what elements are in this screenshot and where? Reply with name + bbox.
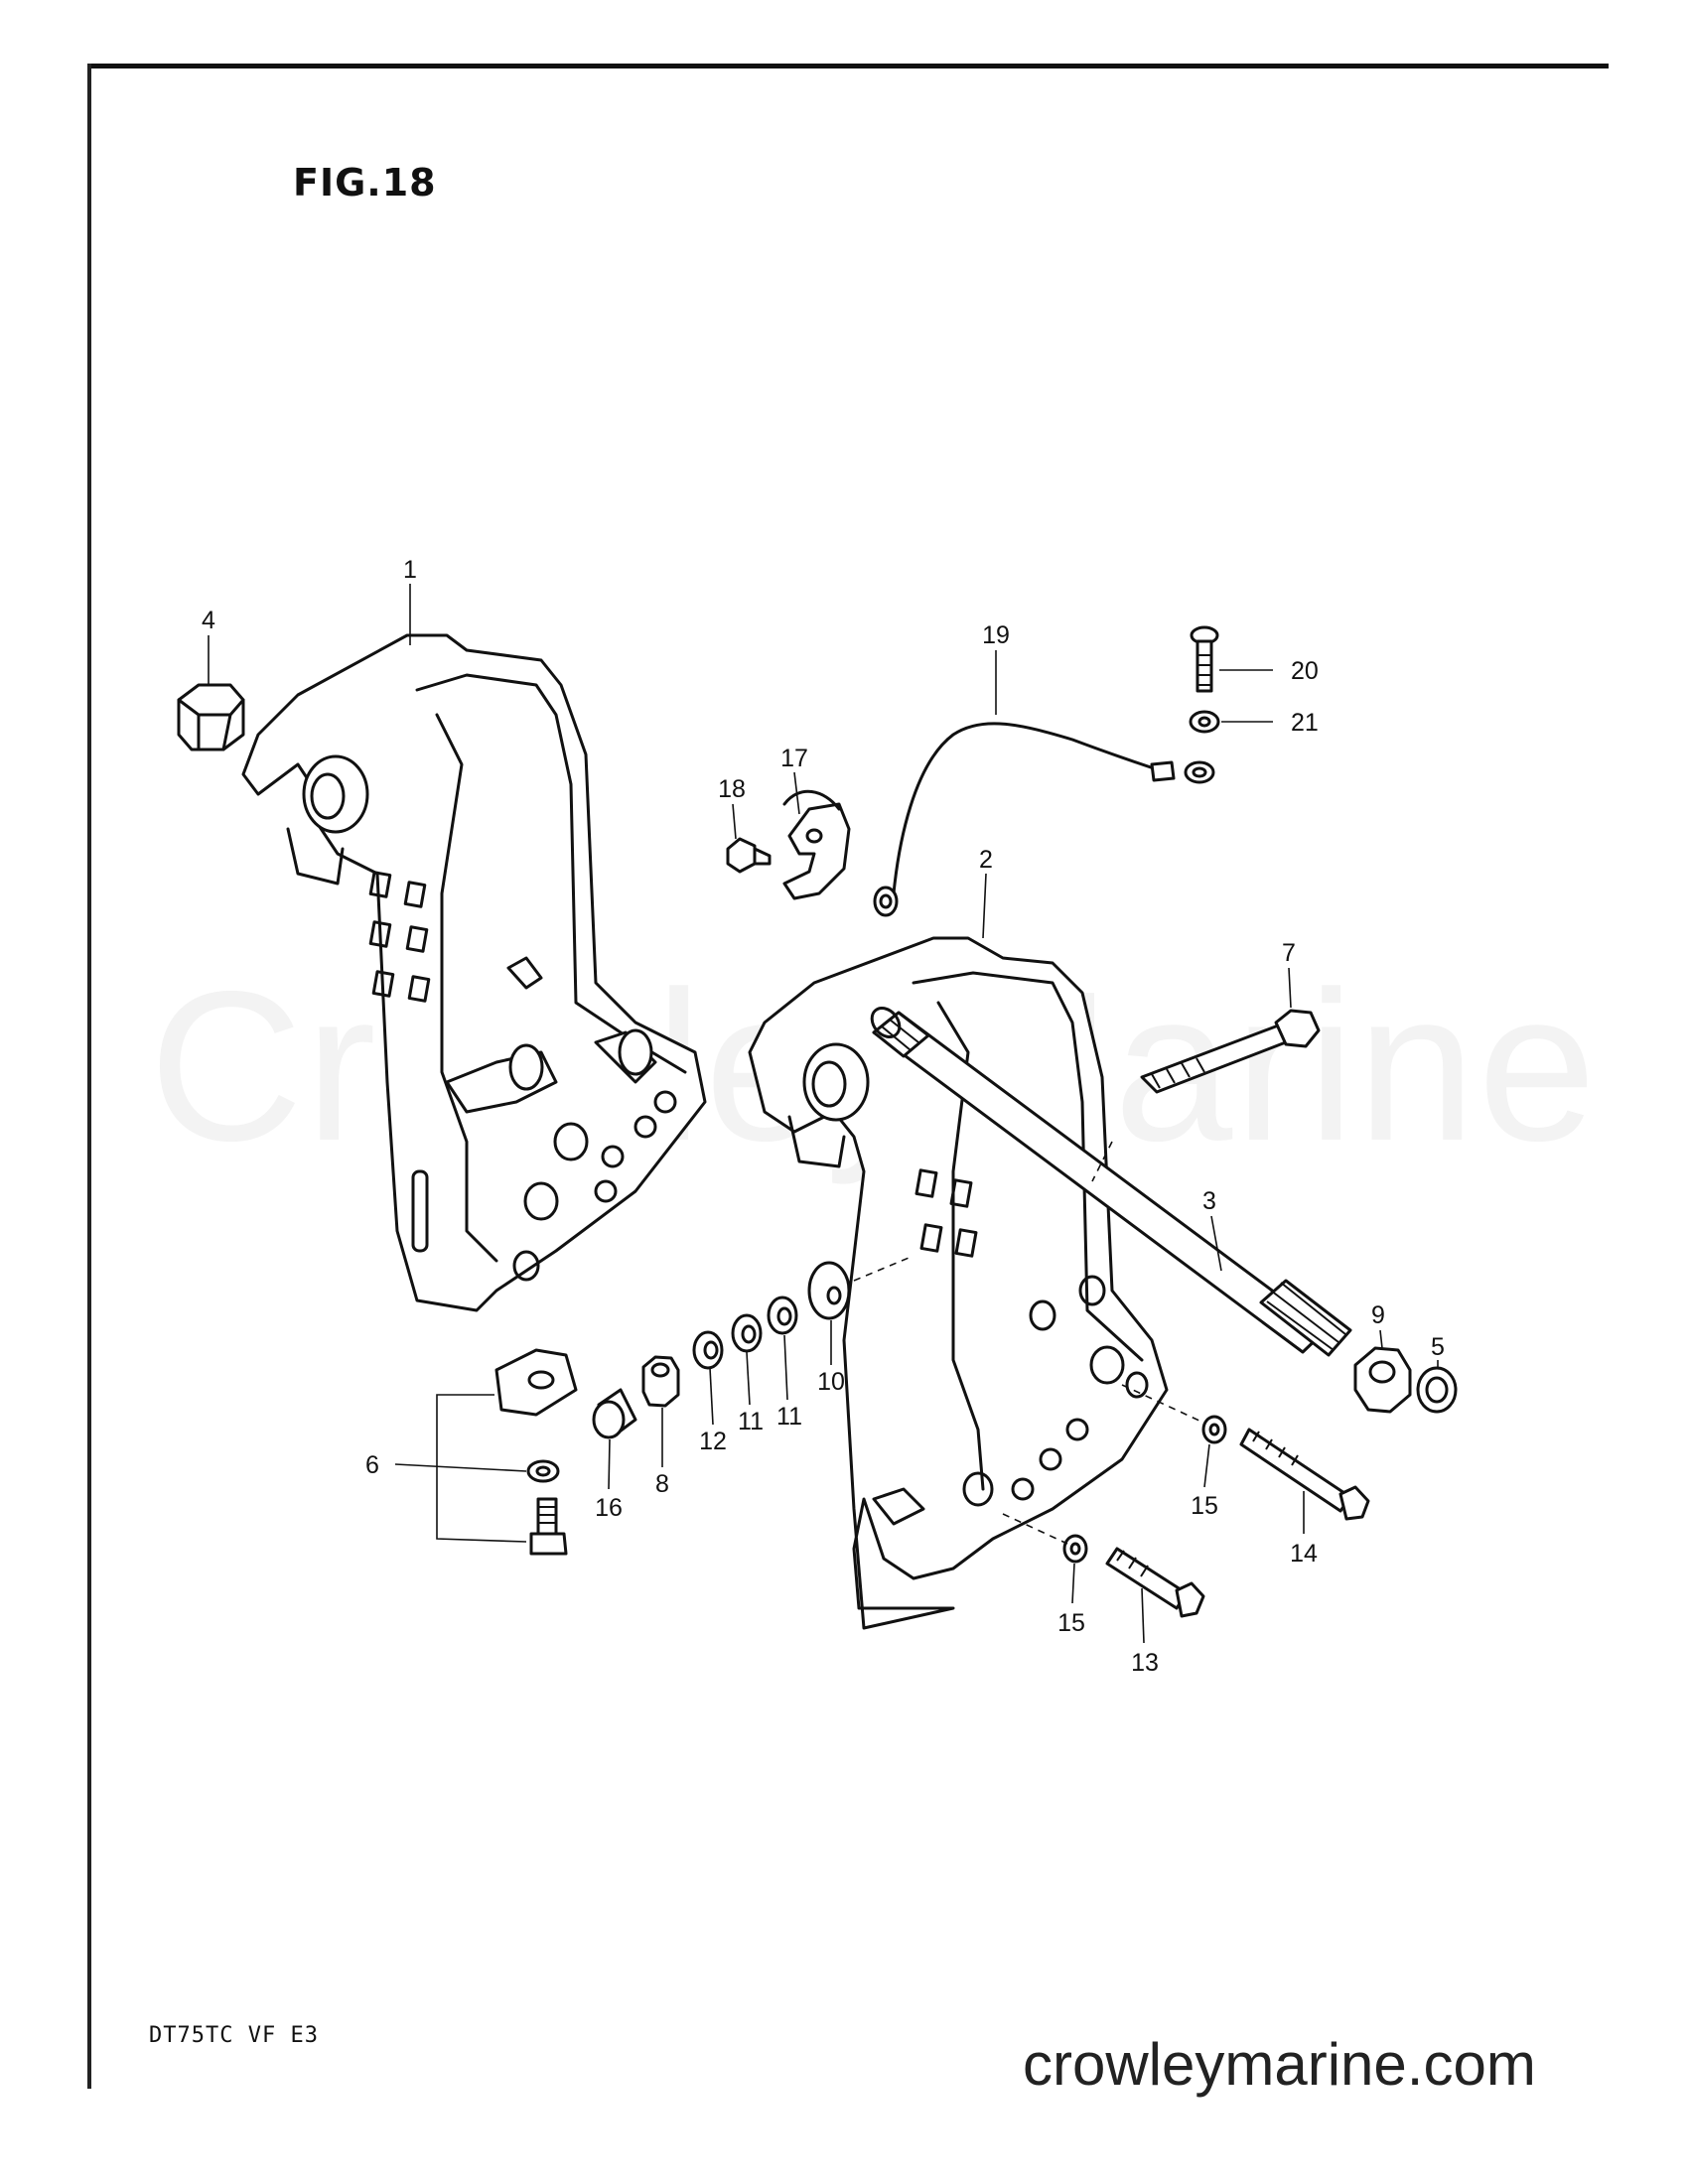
leader-12 bbox=[709, 1367, 714, 1426]
bushing-part-5 bbox=[1416, 1366, 1458, 1414]
leader-17 bbox=[793, 771, 800, 815]
clamp-bracket-left bbox=[241, 633, 707, 1312]
callout-19: 19 bbox=[982, 621, 1010, 649]
washer-part-15a bbox=[1201, 1415, 1227, 1444]
callout-12: 12 bbox=[699, 1428, 727, 1455]
clamp-bracket-right bbox=[748, 936, 1169, 1630]
callout-15b: 15 bbox=[1057, 1609, 1085, 1637]
leader-6 bbox=[394, 1463, 527, 1472]
leader-2 bbox=[982, 873, 987, 939]
nut-part-8 bbox=[641, 1355, 680, 1408]
callout-11b: 11 bbox=[776, 1403, 802, 1431]
clip-part-17 bbox=[782, 789, 851, 900]
callout-20: 20 bbox=[1291, 657, 1319, 685]
bushing-part-16 bbox=[592, 1388, 637, 1439]
alignment-line-15a bbox=[1121, 1384, 1202, 1423]
leader-9 bbox=[1379, 1329, 1383, 1349]
callout-21: 21 bbox=[1291, 709, 1319, 737]
source-url-text: crowleymarine.com bbox=[1023, 2031, 1536, 2098]
callout-14: 14 bbox=[1290, 1540, 1318, 1568]
washer-part-10 bbox=[807, 1261, 851, 1320]
leader-11a bbox=[746, 1351, 751, 1406]
frame-left-rule bbox=[87, 64, 91, 2089]
bolt-part-14 bbox=[1239, 1428, 1370, 1521]
model-code-label: DT75TC VF E3 bbox=[149, 2023, 319, 2048]
callout-2: 2 bbox=[979, 846, 993, 874]
leader-18 bbox=[732, 803, 737, 840]
callout-1: 1 bbox=[403, 556, 417, 584]
leader-3 bbox=[1210, 1215, 1222, 1272]
leader-15b bbox=[1071, 1563, 1075, 1604]
leader-11b bbox=[783, 1334, 788, 1401]
lock-washer-part-12 bbox=[692, 1330, 724, 1370]
callout-17: 17 bbox=[780, 745, 808, 772]
washer-part-11b bbox=[731, 1313, 763, 1353]
callout-10: 10 bbox=[817, 1368, 845, 1396]
bolt-part-13 bbox=[1105, 1547, 1205, 1618]
washer-part-15b bbox=[1062, 1534, 1088, 1564]
callout-7: 7 bbox=[1282, 939, 1296, 967]
callout-18: 18 bbox=[718, 775, 746, 803]
leader-6-bracket bbox=[436, 1394, 527, 1543]
callout-13: 13 bbox=[1131, 1649, 1159, 1677]
figure-title: FIG.18 bbox=[293, 161, 437, 205]
washer-part-11a bbox=[767, 1296, 798, 1335]
nut-part-4 bbox=[177, 683, 245, 751]
callout-5: 5 bbox=[1431, 1333, 1445, 1361]
callout-6: 6 bbox=[365, 1451, 379, 1479]
leader-13 bbox=[1141, 1587, 1145, 1644]
callout-3: 3 bbox=[1202, 1187, 1216, 1215]
callout-8: 8 bbox=[655, 1470, 669, 1498]
screw-part-18 bbox=[726, 837, 772, 874]
leader-7 bbox=[1288, 967, 1292, 1009]
tilt-shaft bbox=[870, 1007, 1352, 1357]
screw-part-20 bbox=[1190, 625, 1219, 693]
callout-16: 16 bbox=[595, 1494, 623, 1522]
callout-9: 9 bbox=[1371, 1301, 1385, 1329]
alignment-line-washer bbox=[853, 1255, 914, 1282]
frame-top-rule bbox=[87, 64, 1609, 68]
washer-part-21 bbox=[1189, 710, 1220, 734]
bolt-part-7 bbox=[1140, 1009, 1321, 1094]
anode-assembly-part-6 bbox=[494, 1348, 578, 1556]
callout-11a: 11 bbox=[738, 1408, 764, 1435]
callout-15a: 15 bbox=[1191, 1492, 1218, 1520]
leader-15a bbox=[1203, 1443, 1210, 1488]
callout-4: 4 bbox=[202, 607, 215, 634]
ground-wire-part-19 bbox=[873, 722, 1215, 917]
nut-part-9 bbox=[1353, 1346, 1412, 1414]
leader-16 bbox=[608, 1438, 611, 1490]
